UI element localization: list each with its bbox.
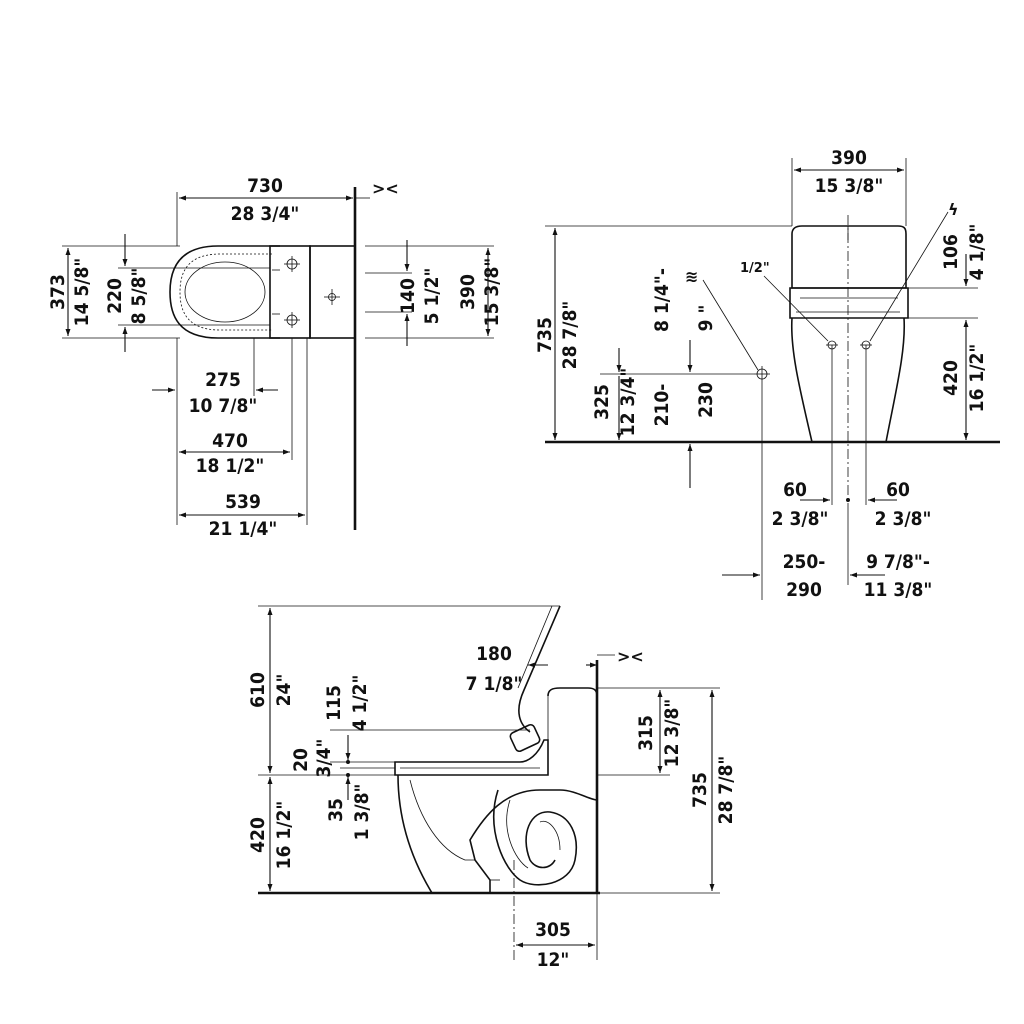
front-height-in: 28 7/8" [559,301,581,370]
plan-outlet-mm: 140 [397,278,419,314]
side-bowl [397,774,598,894]
plan-275-mm: 275 [205,369,241,391]
plan-hinge-details [272,256,300,328]
side-wall-symbol: >< [617,647,644,666]
side-top-mm: 610 [247,672,269,708]
front-view: 390 15 3/8" 735 28 7/8" 325 12 3/4" 210-… [534,147,1000,601]
plan-view: 730 28 3/4" >< 373 14 5/8" 220 8 5/8" 14… [47,175,503,540]
front-supply-range-mm: 210- [651,384,673,427]
plan-seat-outline [179,253,272,331]
side-rough-in-mm: 305 [535,919,571,941]
front-tank [791,225,907,289]
front-supply-range-in2: 9 " [695,305,717,332]
plan-width-mm: 730 [247,175,283,197]
plan-tank-in: 15 3/8" [481,258,503,327]
plan-outlet-in: 5 1/2" [421,268,443,325]
side-seat [394,739,549,776]
plan-depth-mm: 373 [47,274,69,310]
plan-bowl-opening [184,261,266,323]
front-width-mm: 390 [831,147,867,169]
front-seat [789,287,909,319]
front-water-symbol: ≋ [685,267,698,286]
front-bowl [790,317,906,443]
front-pipe-label: 1/2" [740,261,770,276]
side-tank-mm: 315 [635,715,657,751]
side-tank-in: 12 3/8" [661,699,683,768]
front-right-offset-in: 2 3/8" [875,508,932,530]
plan-tank-mm: 390 [457,274,479,310]
front-seat-height-mm: 420 [940,360,962,396]
front-height-mm: 735 [534,317,556,353]
side-trapway [493,789,577,886]
plan-539-mm: 539 [225,491,261,513]
side-hose-in: 7 1/8" [466,673,523,695]
side-seat-height-mm: 420 [247,817,269,853]
plan-470-mm: 470 [212,430,248,452]
side-control-box [509,723,541,753]
plan-tank [309,245,356,339]
front-seat-height-in: 16 1/2" [966,344,988,413]
plan-width-in: 28 3/4" [231,203,300,225]
front-side-range-mm2: 290 [786,579,822,601]
side-lid-mm: 115 [323,685,345,721]
side-seat-thick-mm: 20 [290,748,312,772]
front-supply-height-in: 12 3/4" [617,368,639,437]
side-hose [518,605,561,733]
plan-539-in: 21 1/4" [209,518,278,540]
front-tank-top-in: 4 1/8" [966,224,988,281]
side-tank [547,687,598,775]
front-supply-height-mm: 325 [591,384,613,420]
front-supply-range-mm2: 230 [695,382,717,418]
side-hose-mm: 180 [476,643,512,665]
front-right-offset-mm: 60 [886,479,910,501]
front-side-range-in: 9 7/8"- [866,551,930,573]
side-height-mm: 735 [689,772,711,808]
plan-bowl-outline [169,245,280,339]
front-power-symbol: ϟ [948,200,959,219]
side-view: 610 24" 420 16 1/2" 115 4 1/2" 20 3/4" 3… [247,605,737,971]
side-seat-height-in: 16 1/2" [273,801,295,870]
side-rim-in: 1 3/8" [351,784,373,841]
plan-470-in: 18 1/2" [196,455,265,477]
plan-depth-in: 14 5/8" [71,258,93,327]
side-rim-mm: 35 [325,798,347,822]
front-tank-top-mm: 106 [940,234,962,270]
side-rough-in-in: 12" [537,949,570,971]
side-height-in: 28 7/8" [715,756,737,825]
side-lid-in: 4 1/2" [349,675,371,732]
side-seat-thick-in: 3/4" [313,739,335,778]
front-side-range-in2: 11 3/8" [864,579,933,601]
front-width-in: 15 3/8" [815,175,884,197]
side-top-in: 24" [273,674,295,707]
front-left-offset-in: 2 3/8" [772,508,829,530]
plan-seat-in: 8 5/8" [128,268,150,325]
front-supply-range-in: 8 1/4"- [651,268,673,332]
plan-wall-symbol: >< [372,179,399,198]
plan-275-in: 10 7/8" [189,395,258,417]
front-left-offset-mm: 60 [783,479,807,501]
plan-seat-mm: 220 [104,278,126,314]
front-side-range-mm: 250- [783,551,826,573]
